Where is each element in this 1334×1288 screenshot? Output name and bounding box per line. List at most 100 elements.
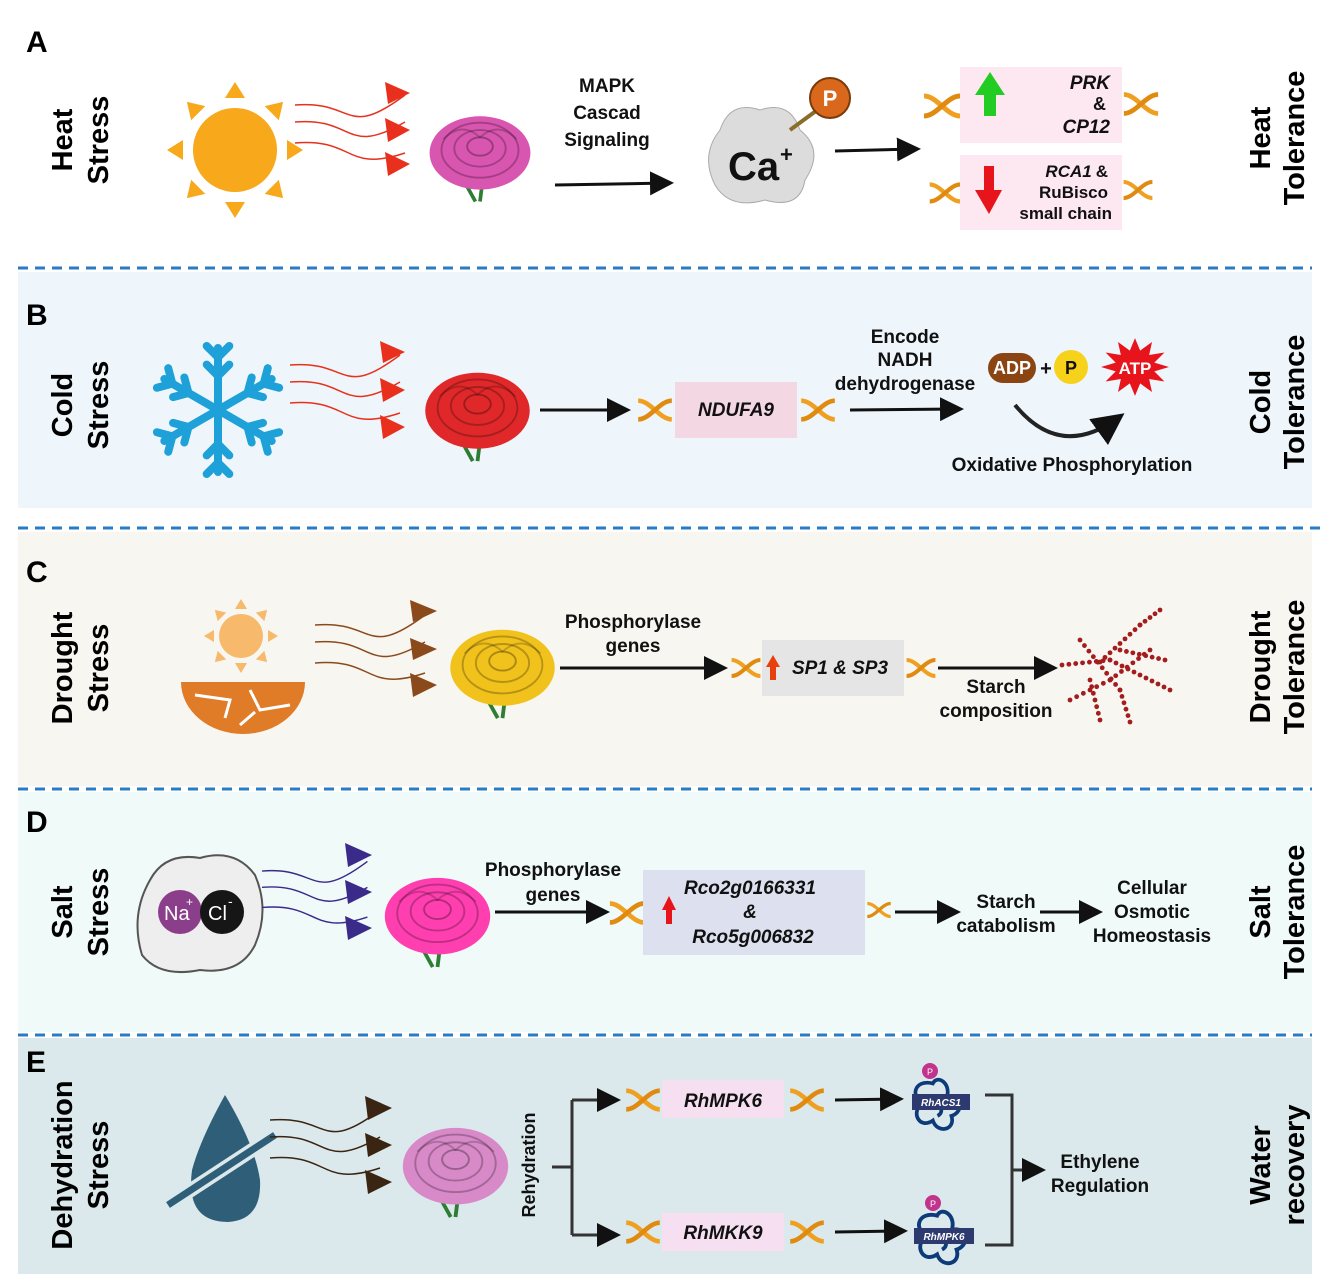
glucose-unit xyxy=(1067,697,1073,703)
step-label: Starch xyxy=(976,892,1035,913)
panel-b: B Cold Stress Cold Tolerance NDUFA9 Enco… xyxy=(26,299,1311,479)
gene-rhmkk9: RhMKK9 xyxy=(683,1223,763,1244)
adp-label: ADP xyxy=(993,358,1031,378)
stress-label: Dehydration xyxy=(47,1080,79,1249)
tolerance-label: Water xyxy=(1245,1125,1277,1205)
glucose-unit xyxy=(1087,659,1092,665)
snowflake-branch xyxy=(214,360,234,380)
glucose-unit xyxy=(1100,680,1106,686)
glucose-unit xyxy=(1124,664,1130,670)
merge-bracket xyxy=(985,1093,1046,1247)
curved-arrow xyxy=(1013,403,1125,446)
glucose-unit xyxy=(1123,706,1129,712)
glucose-unit xyxy=(1137,672,1143,678)
tolerance-label: Tolerance xyxy=(1279,600,1311,735)
phosphate-label: P xyxy=(930,1199,936,1209)
arrow xyxy=(849,397,964,422)
dna-helix-icon xyxy=(1124,182,1153,198)
panel-c: C Drought Stress Drought Tolerance Phosp… xyxy=(26,556,1311,734)
tolerance-label: recovery xyxy=(1279,1105,1311,1226)
sun-ray xyxy=(186,179,206,199)
panel-b-background xyxy=(18,272,1312,508)
glucose-unit xyxy=(1143,675,1149,681)
glucose-unit xyxy=(1143,653,1149,659)
arrow xyxy=(834,137,921,162)
panel-letter: E xyxy=(26,1046,46,1079)
snowflake-branch xyxy=(202,440,222,460)
glucose-unit xyxy=(1162,657,1168,663)
glucose-unit xyxy=(1155,681,1161,687)
signaling-label: Cascad xyxy=(573,103,641,124)
glucose-unit xyxy=(1097,717,1103,723)
stress-label: Stress xyxy=(83,96,115,185)
gene-prk: PRK xyxy=(1070,73,1111,94)
outcome-label: composition xyxy=(940,701,1053,722)
glucose-unit xyxy=(1095,710,1101,716)
glucose-unit xyxy=(1167,687,1173,693)
down-arrow-icon xyxy=(975,166,1002,214)
dna-helix-icon xyxy=(930,185,961,202)
encode-label: NADH xyxy=(878,350,933,371)
signaling-label: Signaling xyxy=(564,130,650,151)
panel-a: A Heat Stress Heat Tolerance MAPK Cascad… xyxy=(26,26,1311,230)
rehydration-label: Rehydration xyxy=(519,1112,539,1217)
sun-ray xyxy=(255,650,268,663)
panel-e: E Dehydration Stress Water recovery Rehy… xyxy=(26,1046,1311,1266)
genes-label: genes xyxy=(526,885,581,906)
glucose-unit xyxy=(1136,651,1142,657)
genes-label: genes xyxy=(606,636,661,657)
snowflake-branch xyxy=(164,364,177,388)
glucose-unit xyxy=(1119,669,1124,674)
gene-box xyxy=(662,1080,784,1118)
glucose-unit xyxy=(1132,627,1138,633)
protein-icon: P RhMPK6 xyxy=(914,1195,974,1266)
gene-box xyxy=(662,1213,784,1251)
gene-cp12: CP12 xyxy=(1062,117,1110,138)
arrow xyxy=(834,1219,908,1244)
glucose-unit xyxy=(1117,647,1123,653)
glucose-unit xyxy=(1157,607,1163,613)
glucose-unit xyxy=(1107,650,1113,656)
stress-label: Stress xyxy=(83,361,115,450)
glucose-unit xyxy=(1107,677,1113,683)
tolerance-label: Drought xyxy=(1245,610,1277,723)
stress-label: Cold xyxy=(47,373,79,437)
genes-label: Phosphorylase xyxy=(565,612,701,633)
calcium-charge: + xyxy=(780,142,793,167)
outcome-label: Homeostasis xyxy=(1093,926,1211,947)
glucose-unit xyxy=(1113,660,1119,666)
glucose-unit xyxy=(1119,694,1125,699)
glucose-unit xyxy=(1131,669,1137,675)
snowflake-branch xyxy=(243,388,267,402)
phosphate-icon: P xyxy=(809,77,851,119)
atp-label: ATP xyxy=(1119,359,1152,378)
tolerance-label: Tolerance xyxy=(1279,845,1311,980)
sun-ray xyxy=(268,630,278,642)
glucose-unit xyxy=(1142,618,1148,624)
snowflake-branch xyxy=(259,379,284,392)
protein-rhmpk6: RhMPK6 xyxy=(923,1232,965,1243)
glucose-unit xyxy=(1152,611,1158,617)
sun-ray xyxy=(235,599,247,609)
gene-ndufa9: NDUFA9 xyxy=(698,400,774,421)
step-label: catabolism xyxy=(956,916,1055,937)
chloride-charge: - xyxy=(228,893,233,909)
arrowheads xyxy=(365,1096,392,1194)
snowflake-branch xyxy=(169,418,193,432)
glucose-unit xyxy=(1121,700,1127,706)
stress-label: Heat xyxy=(47,108,79,171)
snowflake-branch xyxy=(259,432,272,456)
glucose-unit xyxy=(1095,659,1101,665)
branch-bracket xyxy=(552,1088,621,1247)
panel-letter: D xyxy=(26,806,48,839)
stress-label: Stress xyxy=(83,624,115,713)
glucose-unit xyxy=(1066,661,1072,667)
panel-dividers xyxy=(18,266,1320,1037)
glucose-unit xyxy=(1127,631,1133,637)
genes-label: Phosphorylase xyxy=(485,860,621,881)
glucose-unit xyxy=(1136,656,1141,661)
dna-helix-icon xyxy=(924,96,960,116)
gene-rubisco: RuBisco xyxy=(1039,183,1108,202)
phosphate-label: P xyxy=(1065,358,1077,378)
